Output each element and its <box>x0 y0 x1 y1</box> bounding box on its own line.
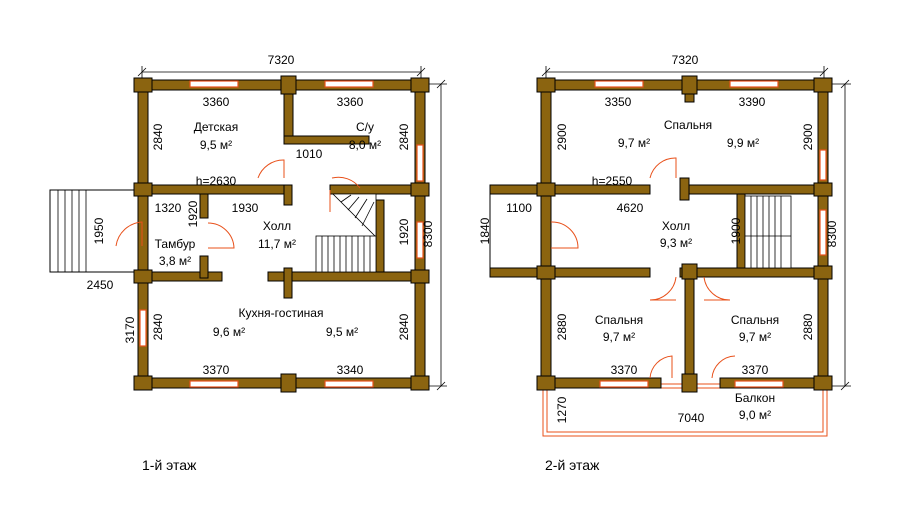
floor-1-porch-width: 2450 <box>87 278 114 292</box>
floor-2-right-lower-dim: 2880 <box>801 313 815 340</box>
room-name-kitchen-living: Кухня-гостиная <box>239 306 324 320</box>
floor-1-top-left-dim: 3360 <box>203 95 230 109</box>
floor-1-corridor-dim: 1930 <box>232 201 259 215</box>
floor-1-bath-width: 1010 <box>296 147 323 161</box>
floor-2-overall-width: 7320 <box>672 53 699 67</box>
room-area-balcony: 9,0 м² <box>739 408 771 422</box>
floor-1-dimension-lines <box>137 66 447 391</box>
room-area-hall-1: 11,7 м² <box>258 237 296 251</box>
floor-2-stair-height: 1900 <box>729 217 743 244</box>
floor-1-lower-outer-dim: 3170 <box>123 316 137 343</box>
floor-1-top-right-dim: 3360 <box>337 95 364 109</box>
room-area-bedroom-top-left: 9,7 м² <box>618 136 650 150</box>
floor-2-windows <box>594 80 827 388</box>
floor-1-porch-height: 1950 <box>92 217 106 244</box>
floor-1-staircase <box>315 193 377 273</box>
floor-2-entry-box <box>489 193 546 275</box>
floor-1-vestibule-width: 1320 <box>155 201 182 215</box>
room-area-bedroom-top-right: 9,9 м² <box>727 136 759 150</box>
floor-2-left-upper-dim: 2900 <box>555 123 569 150</box>
floor-2-hall-width: 4620 <box>617 201 644 215</box>
floor-2-entry-height: 1840 <box>478 217 492 244</box>
floor-1-ceiling-height: h=2630 <box>196 174 237 188</box>
room-name-bedroom-bottom-right: Спальня <box>731 313 779 327</box>
floor-1-bottom-left-dim: 3370 <box>203 363 230 377</box>
floor-2-doors <box>550 157 736 379</box>
floor-1-walls <box>133 75 430 393</box>
room-name-bedroom-top: Спальня <box>664 118 712 132</box>
room-area-hall-2: 9,3 м² <box>660 236 692 250</box>
room-name-bathroom: С/у <box>356 120 374 134</box>
floor-2-overall-height: 8300 <box>825 220 839 247</box>
floor-1-vestibule-height: 1920 <box>186 200 200 227</box>
floor-1-right-lower-dim: 2840 <box>397 313 411 340</box>
floor-2-plan: 7320 3350 3390 h=2550 1100 4620 3370 337… <box>478 53 851 473</box>
room-area-childrens: 9,5 м² <box>200 138 232 152</box>
room-name-hall-1: Холл <box>263 219 291 233</box>
room-name-hall-2: Холл <box>662 219 690 233</box>
floor-1-bottom-right-dim: 3340 <box>337 363 364 377</box>
room-area-bedroom-bottom-right: 9,7 м² <box>739 330 771 344</box>
floor-1-left-lower-dim: 2840 <box>151 313 165 340</box>
floor-2-bottom-right-dim: 3370 <box>742 363 769 377</box>
floor-1-plan: 7320 3360 3360 3370 3340 1010 h=2630 132… <box>49 53 447 473</box>
room-area-vestibule: 3,8 м² <box>159 254 191 268</box>
floor-2-balcony-depth: 1270 <box>555 396 569 423</box>
floor-2-bottom-left-dim: 3370 <box>611 363 638 377</box>
room-name-childrens: Детская <box>194 120 238 134</box>
floor-2-staircase <box>744 195 792 269</box>
floor-2-ceiling-height: h=2550 <box>592 174 633 188</box>
floor-2-top-right-dim: 3390 <box>739 95 766 109</box>
floor-2-left-lower-dim: 2880 <box>555 313 569 340</box>
floor-1-overall-width: 7320 <box>268 53 295 67</box>
floor-1-right-upper-dim: 2840 <box>397 123 411 150</box>
room-name-bedroom-bottom-left: Спальня <box>595 313 643 327</box>
room-area-kitchen-left: 9,6 м² <box>213 325 245 339</box>
floor-1-left-upper-dim: 2840 <box>151 123 165 150</box>
floor-2-balcony-width: 7040 <box>678 411 705 425</box>
room-area-bedroom-bottom-left: 9,7 м² <box>603 330 635 344</box>
floor-1-hall-right-dim: 1920 <box>397 218 411 245</box>
room-name-balcony: Балкон <box>735 391 775 405</box>
floor-2-right-upper-dim: 2900 <box>801 123 815 150</box>
room-area-bathroom: 8,0 м² <box>349 138 381 152</box>
room-area-kitchen-right: 9,5 м² <box>326 325 358 339</box>
floor-1-caption: 1-й этаж <box>142 457 197 473</box>
floor-1-overall-height: 8300 <box>421 220 435 247</box>
floor-2-dimension-lines <box>541 66 851 391</box>
floor-2-entry-width: 1100 <box>506 201 532 215</box>
floor-2-caption: 2-й этаж <box>545 457 600 473</box>
floor-1-windows <box>139 80 424 388</box>
floor-2-top-left-dim: 3350 <box>605 95 632 109</box>
floor-1-doors <box>115 159 361 249</box>
room-name-vestibule: Тамбур <box>155 237 196 251</box>
